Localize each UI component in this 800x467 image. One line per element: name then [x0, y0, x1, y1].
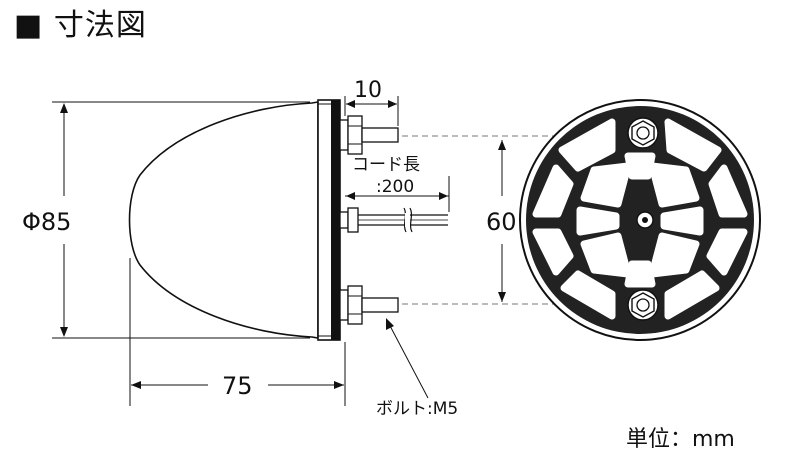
- dimension-lines: [52, 96, 506, 406]
- cord: [339, 207, 448, 233]
- cord-length-label: :200: [376, 177, 414, 197]
- page-title: ■ 寸法図: [14, 8, 147, 43]
- diameter-label: Φ85: [22, 208, 71, 236]
- bolt-pitch-label: 60: [486, 208, 517, 236]
- rear-grille: [532, 118, 748, 320]
- length-label: 75: [222, 372, 253, 400]
- lamp-rear-view: [519, 99, 761, 341]
- bolt-spec-label: ボルト:M5: [376, 399, 458, 419]
- upper-bolt: [339, 115, 399, 155]
- lamp-side-view: [128, 99, 341, 341]
- unit-label: 単位：mm: [626, 427, 735, 452]
- lower-bolt: [339, 285, 399, 325]
- cord-label: コード長: [352, 155, 420, 175]
- bolt-length-label: 10: [354, 78, 382, 103]
